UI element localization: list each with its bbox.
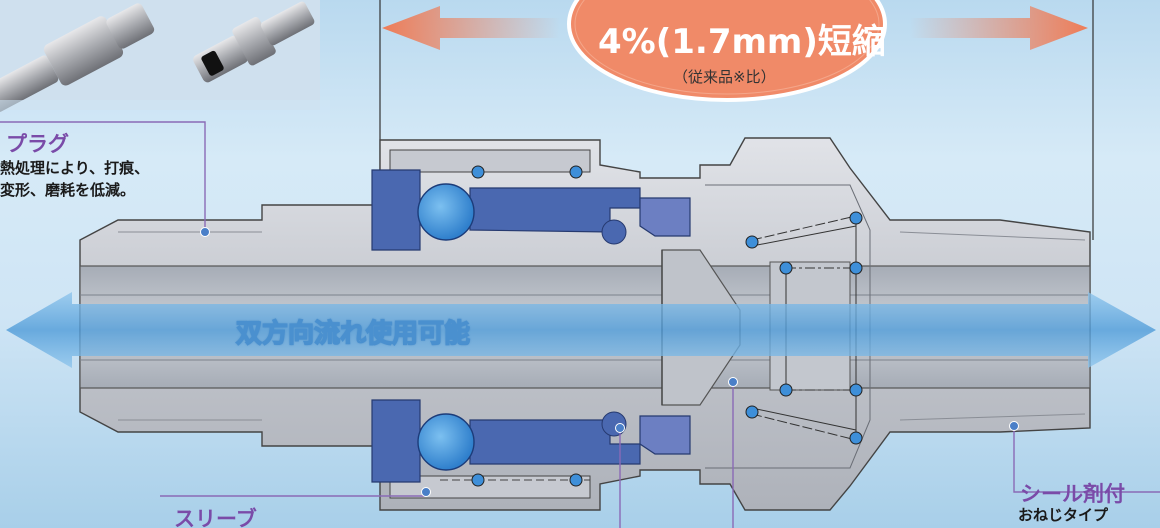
sleeve-upper [371,149,691,251]
reduction-text: 4%(1.7mm)短縮 [598,22,886,62]
spring-dots [745,211,863,445]
reduction-badge [567,0,887,102]
comparison-note: （従来品※比） [673,68,776,86]
plug-callout-title: プラグ [6,132,69,156]
plug-callout-line2: 変形、磨耗を低減。 [0,181,136,199]
product-photo [0,0,330,120]
leader-dots [200,227,1019,497]
ball-lower [417,413,475,471]
bidirectional-flow-arrow [6,292,1156,368]
length-arrows [382,6,1088,50]
plug-callout-line1: 熱処理により、打痕、 [0,159,150,177]
sealant-callout-line1: おねじタイプ [1018,506,1109,524]
ball-upper [417,183,475,241]
sleeve-callout-title: スリーブ [174,507,257,528]
flow-label: 双方向流れ使用可能 [235,318,471,349]
sealant-callout-title: シール剤付 [1020,482,1125,506]
